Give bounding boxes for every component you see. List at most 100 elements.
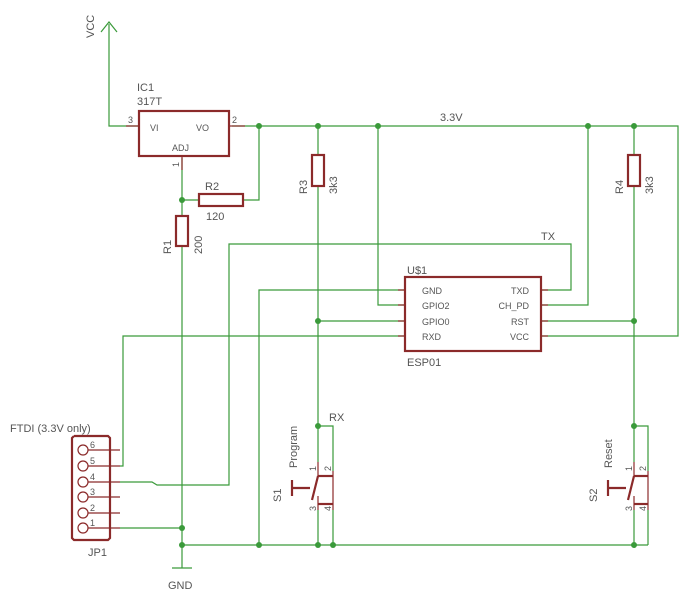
wire-r2-top: [243, 126, 260, 201]
s1-value: Program: [288, 426, 300, 468]
junction: [631, 423, 637, 429]
r2-body: [197, 192, 245, 208]
wire-gpio2: [377, 126, 405, 306]
jp1-pin-number: 4: [90, 472, 95, 482]
esp-pin-label: TXD: [511, 286, 530, 296]
junction: [631, 318, 637, 324]
jp1-pin-5: [77, 460, 89, 472]
ic1-pin2-number: 2: [232, 115, 237, 125]
r1-body: [174, 214, 190, 248]
s2-switch: [606, 462, 649, 510]
junctions: [179, 123, 637, 548]
s2-pin-number: 2: [638, 466, 648, 471]
jp1-body: [70, 434, 112, 542]
net-rx-label: RX: [329, 412, 345, 424]
wire-rx: [120, 335, 405, 467]
junction: [256, 123, 262, 129]
junction: [315, 423, 321, 429]
jp1-pin-number: 6: [90, 440, 95, 450]
ic1-pin-vo-label: VO: [196, 123, 209, 133]
esp-pin-label: GPIO2: [422, 301, 450, 311]
s2-pin-number: 1: [624, 466, 634, 471]
wire-rail-to-vcc: [541, 125, 679, 337]
esp01-module: [398, 275, 548, 353]
vcc-label: VCC: [85, 15, 97, 38]
s1-switch: [290, 462, 334, 510]
jp1-pin-number: 2: [90, 503, 95, 513]
esp-pin-label: VCC: [510, 332, 530, 342]
esp-ref: U$1: [407, 265, 427, 277]
esp-pin-label: CH_PD: [498, 301, 529, 311]
ic1-pin-adj-label: ADJ: [172, 143, 189, 153]
esp-pin-label: RXD: [422, 332, 442, 342]
r1-ref: R1: [162, 240, 174, 254]
jp1-pin-6: [77, 444, 89, 456]
rail-label: 3.3V: [440, 112, 463, 124]
net-tx-label: TX: [541, 231, 556, 243]
ic1-value: 317T: [137, 96, 162, 108]
junction: [315, 123, 321, 129]
r3-ref: R3: [298, 180, 310, 194]
gnd-label: GND: [168, 580, 193, 592]
jp1-pin-2: [77, 507, 89, 519]
r3-value: 3k3: [328, 176, 340, 194]
s1-pin-number: 1: [308, 466, 318, 471]
wire-vcc: [108, 24, 139, 127]
junction: [256, 542, 262, 548]
jp1-pin-number: 1: [90, 518, 95, 528]
junction: [631, 542, 637, 548]
r2-ref: R2: [205, 181, 219, 193]
s2-lever: [626, 475, 636, 501]
junction: [330, 542, 336, 548]
wire-tx: [120, 243, 572, 486]
esp-value: ESP01: [407, 357, 441, 369]
s1-pin-number: 2: [323, 466, 333, 471]
vcc-arrow: [100, 21, 118, 33]
ic1-pin3-number: 3: [128, 115, 133, 125]
jp1-pin-number: 3: [90, 487, 95, 497]
ic1-regulator: [126, 109, 245, 170]
ic1-body: [137, 109, 231, 158]
esp01-body: [403, 275, 543, 353]
r4-value: 3k3: [644, 176, 656, 194]
junction: [179, 197, 185, 203]
s1-lever: [310, 475, 320, 501]
junction: [315, 542, 321, 548]
s1-ref: S1: [272, 489, 284, 502]
ic1-pin-vi-label: VI: [150, 123, 159, 133]
jp1-pin-1: [77, 522, 89, 534]
jp1-pin-4: [77, 476, 89, 488]
r4-body: [626, 153, 642, 188]
esp-pin-label: GPIO0: [422, 317, 450, 327]
wire-s1-2: [318, 425, 334, 471]
junction: [375, 123, 381, 129]
esp-pin-label: RST: [511, 317, 530, 327]
s2-ref: S2: [588, 489, 600, 502]
s2-value: Reset: [603, 439, 615, 468]
s2-pin-number: 3: [624, 506, 634, 511]
jp1-title: FTDI (3.3V only): [10, 423, 91, 435]
junction: [179, 525, 185, 531]
r1-value: 200: [193, 236, 205, 254]
r4-ref: R4: [614, 180, 626, 194]
wire-esp-gnd: [258, 289, 405, 545]
junction: [315, 318, 321, 324]
r3-body: [310, 153, 326, 188]
junction: [179, 542, 185, 548]
junction: [631, 123, 637, 129]
s1-pin-number: 3: [308, 506, 318, 511]
wire-s2-2: [634, 425, 649, 471]
jp1-pin-number: 5: [90, 456, 95, 466]
jp1-ref: JP1: [88, 547, 107, 559]
wires: [100, 21, 679, 569]
wire-chpd: [541, 126, 589, 306]
jp1-header: [70, 434, 120, 542]
s2-pin-number: 4: [638, 506, 648, 511]
jp1-pin-3: [77, 491, 89, 503]
ic1-ref: IC1: [137, 82, 154, 94]
junction: [585, 123, 591, 129]
r2-value: 120: [206, 211, 224, 223]
s1-pin-number: 4: [323, 506, 333, 511]
ic1-pin1-number: 1: [171, 162, 181, 167]
